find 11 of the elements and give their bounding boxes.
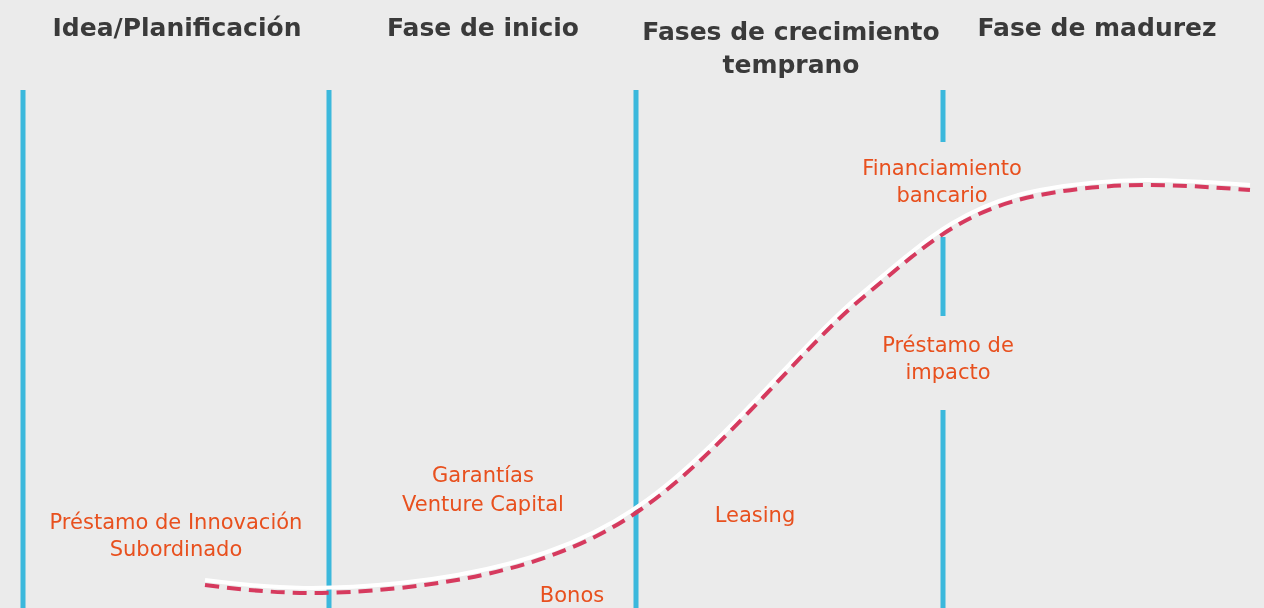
financing-label: Venture Capital	[401, 491, 565, 519]
financing-label: Préstamo de Innovación Subordinado	[48, 508, 304, 563]
financing-label: Garantías	[431, 462, 535, 490]
financing-label: Leasing	[713, 502, 797, 530]
phase-heading: Fase de madurez	[976, 11, 1218, 44]
phase-heading: Idea/Planificación	[51, 11, 303, 44]
financing-label: Préstamo de impacto	[881, 331, 1015, 386]
financing-label: Bonos	[538, 582, 606, 608]
financing-label: Financiamiento bancario	[861, 154, 1023, 209]
phase-heading: Fases de crecimiento temprano	[641, 15, 941, 80]
phase-heading: Fase de inicio	[385, 11, 581, 44]
